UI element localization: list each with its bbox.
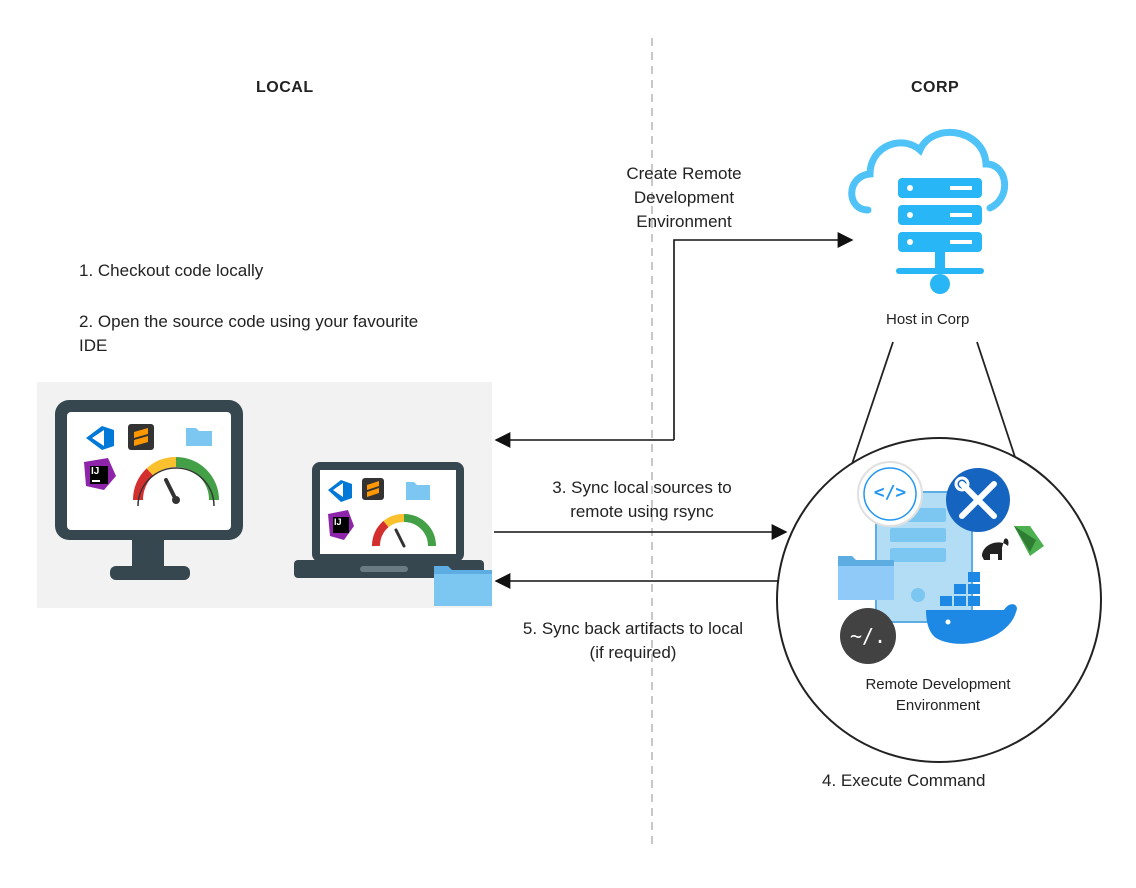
laptop-vscode-icon	[328, 480, 352, 502]
step-5-line2: (if required)	[589, 643, 677, 662]
folder-icon	[186, 428, 212, 446]
step-2-text-line1: 2. Open the source code using your favou…	[79, 312, 419, 331]
laptop-folder-icon	[406, 482, 430, 500]
host-connector-right	[976, 341, 1017, 461]
rde-label-line1: Remote Development	[865, 676, 1011, 693]
laptop-gauge-icon	[372, 514, 436, 548]
code-icon	[857, 461, 923, 527]
step-5-label: 5. Sync back artifacts to local (if requ…	[490, 617, 776, 665]
create-env-line3: Environment	[636, 212, 732, 231]
rde-label-line2: Environment	[895, 697, 981, 714]
sublime-icon	[128, 424, 154, 450]
gradle-icon	[982, 538, 1009, 560]
create-env-arrow	[673, 232, 854, 440]
intellij-icon	[84, 458, 116, 490]
laptop-intellij-glyph: IJ	[334, 517, 342, 527]
docker-icon	[926, 572, 1017, 644]
host-connector-left	[851, 341, 894, 465]
intellij-glyph: IJ	[91, 466, 100, 477]
create-env-line1: Create Remote	[626, 164, 742, 183]
create-env-label: Create Remote Development Environment	[594, 162, 774, 234]
vuejs-icon	[1014, 526, 1044, 556]
terminal-glyph: ~/.	[849, 624, 887, 648]
step-3-line1: 3. Sync local sources to	[552, 478, 732, 497]
artifacts-folder-icon	[434, 566, 492, 606]
cloud-server-icon	[848, 129, 1009, 294]
create-env-line2: Development	[633, 188, 735, 207]
rde-folder-icon	[838, 556, 894, 600]
code-glyph: </>	[873, 482, 907, 503]
laptop-intellij-icon	[328, 510, 354, 540]
step-4-text: 4. Execute Command	[822, 771, 986, 790]
performance-gauge-icon	[132, 456, 219, 507]
step-1-text: 1. Checkout code locally	[79, 261, 264, 280]
step-5-line1: 5. Sync back artifacts to local	[522, 619, 744, 638]
step-2-text-line2: IDE	[79, 336, 108, 355]
terminal-icon	[840, 608, 896, 664]
host-label: Host in Corp	[886, 311, 970, 328]
step-3-line2: remote using rsync	[570, 502, 714, 521]
step-3-label: 3. Sync local sources to remote using rs…	[512, 476, 772, 524]
corp-section-label: CORP	[911, 79, 960, 96]
vscode-icon	[86, 426, 114, 450]
tools-icon	[946, 468, 1010, 532]
rde-label: Remote Development Environment	[838, 674, 1038, 716]
local-section-label: LOCAL	[256, 79, 314, 96]
laptop-sublime-icon	[362, 478, 384, 500]
